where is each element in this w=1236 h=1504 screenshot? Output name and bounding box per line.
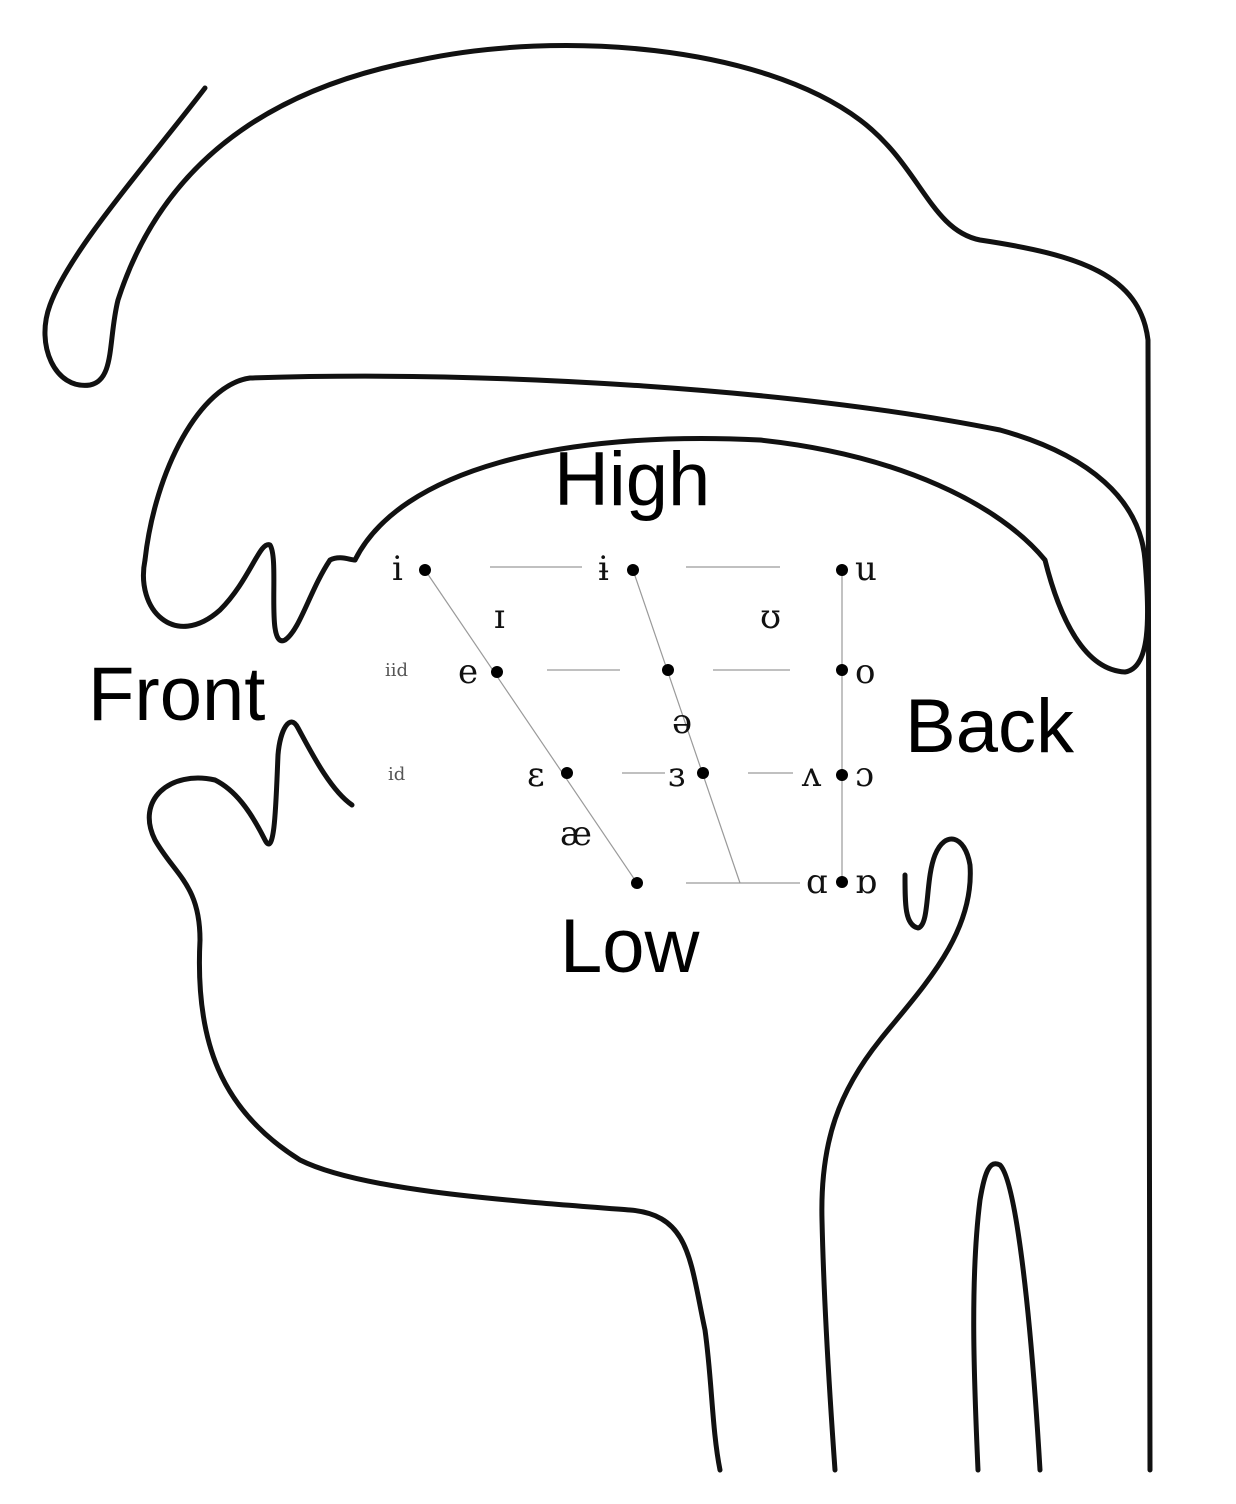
partial-labels: iid id [385,660,408,785]
dot-mid-central [662,664,674,676]
epiglottis [819,836,973,1473]
skull-outline [417,43,1153,1473]
nose-line [42,57,423,388]
dot-reversed-epsilon [697,767,709,779]
vowel-barred-i: ɨ [598,549,609,589]
oral-roof [352,436,1151,675]
jaw-outline [196,937,723,1473]
partial-label-mid-1: iid [385,660,408,681]
dot-epsilon [561,767,573,779]
dot-open-back [836,876,848,888]
dot-o [836,664,848,676]
vowel-dots [419,564,848,889]
lower-lip [146,719,355,943]
vowel-e: e [458,652,478,692]
vowel-upsilon: ʊ [760,597,781,637]
dot-i [419,564,431,576]
vowel-turned-script-a: ɒ [855,862,877,902]
vowel-small-cap-i: ɪ [494,597,505,637]
vowel-wedge: ʌ [801,755,822,795]
vowel-o: o [855,652,875,692]
vowel-epsilon: ɛ [527,755,545,795]
vowel-open-o: ɔ [855,755,874,795]
axis-label-low: Low [560,904,701,989]
axis-labels: High Low Front Back [88,437,1075,989]
axis-label-back: Back [905,684,1075,769]
axis-label-front: Front [88,652,265,737]
upper-lip [141,542,358,644]
palate-outline [142,373,1148,563]
central-slope-line [632,569,741,884]
vowel-i: i [392,549,403,589]
trachea [971,1161,1043,1473]
vowel-symbols: i ɨ u ɪ ʊ e o ə ɛ ɜ ʌ ɔ æ ɑ ɒ [392,549,877,902]
dot-e [491,666,503,678]
dot-barred-i [627,564,639,576]
vowel-trapezoid [424,566,843,884]
vowel-ash: æ [560,814,592,854]
vowel-script-a: ɑ [806,862,828,902]
axis-label-high: High [554,437,710,522]
vowel-reversed-epsilon: ɜ [668,755,685,795]
dot-u [836,564,848,576]
dot-wedge-open-o [836,769,848,781]
vowel-u: u [855,549,877,589]
partial-label-mid-2: id [388,764,405,785]
dot-open-front [631,877,643,889]
front-slope-line [424,569,638,884]
vowel-schwa: ə [672,702,692,742]
head-outline [42,43,1153,1473]
